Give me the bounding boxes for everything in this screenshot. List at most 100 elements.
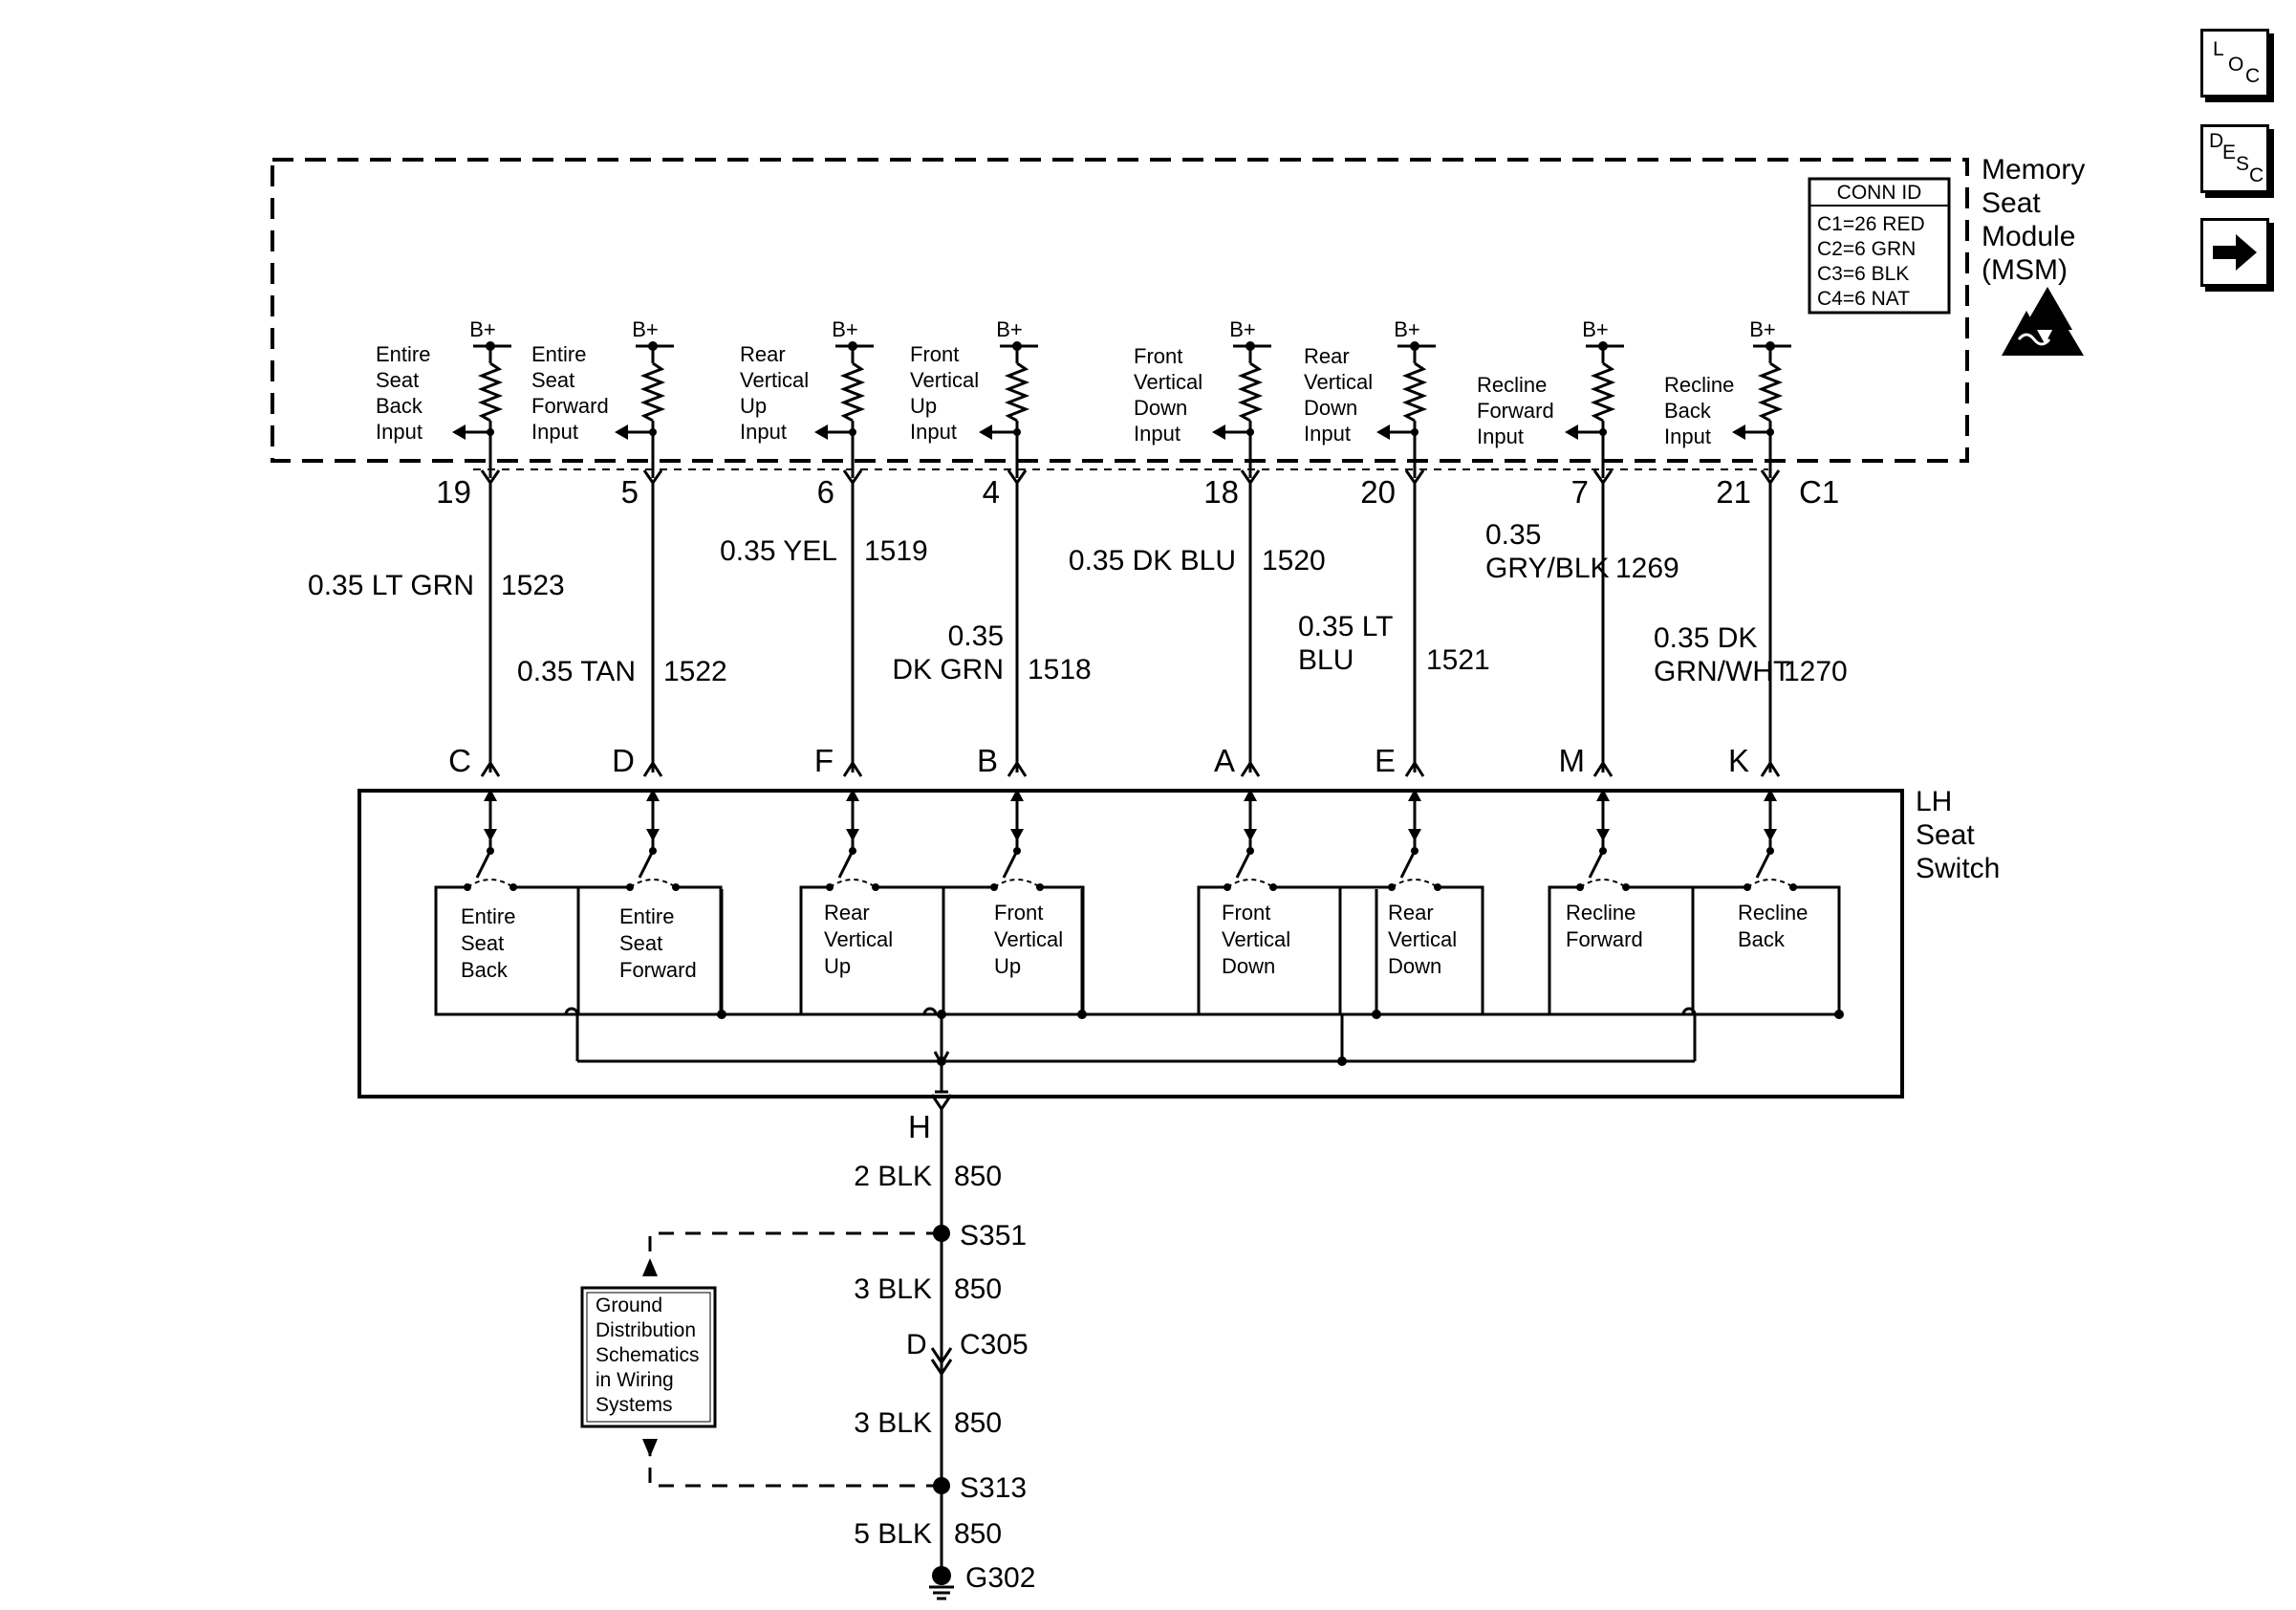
circuit-8-switch-terminal: [1760, 760, 1781, 777]
circuit-6-switch-label-1: Rear: [1388, 901, 1434, 925]
circuit-5-switch-blade: [1235, 850, 1252, 879]
circuit-6-input-label-4: Input: [1304, 422, 1351, 446]
circuit-8-switch-blade: [1755, 850, 1772, 879]
circuit-3-supply-label: B+: [832, 317, 858, 341]
circuit-2-input-label-3: Forward: [531, 394, 609, 418]
circuit-6-input-label-1: Rear: [1304, 344, 1350, 368]
circuit-4-contact-arrow-up-icon: [1010, 789, 1024, 801]
ground-distribution-reference[interactable]: Ground Distribution Schematics in Wiring…: [580, 1286, 717, 1428]
ground-ref-line-2: Distribution: [596, 1319, 696, 1341]
circuit-3-msm-pin: 6: [817, 474, 834, 510]
circuit-3-input-label-1: Rear: [740, 342, 786, 366]
circuit-3-contact-arrow-down-icon: [846, 829, 859, 841]
circuit-2-supply-label: B+: [632, 317, 659, 341]
circuit-6-function-box: [1338, 885, 1484, 1016]
circuit-7-msm-pin: 7: [1571, 474, 1589, 510]
circuit-1-switch-terminal: [480, 760, 501, 777]
circuit-5-input-label-1: Front: [1134, 344, 1182, 368]
ground-g302: G302: [965, 1562, 1035, 1594]
ground-ref-line-3: Schematics: [596, 1344, 700, 1366]
circuit-1-input-label-4: Input: [376, 420, 422, 444]
circuit-2-input-arrow-icon: [615, 424, 628, 440]
circuit-1-switch-label-2: Seat: [461, 931, 504, 955]
circuit-4-input-arrow-icon: [979, 424, 992, 440]
splice-s351-label: S351: [960, 1220, 1027, 1251]
bus-junction-1: [717, 1010, 726, 1019]
circuit-4-switch-label-2: Vertical: [994, 927, 1063, 951]
circuit-6-wire-color-line-2: BLU: [1298, 644, 1354, 676]
circuit-6-switch-label-3: Down: [1388, 954, 1441, 978]
circuit-8-contact-arrow-up-icon: [1764, 789, 1777, 801]
circuit-4-supply-label: B+: [996, 317, 1023, 341]
ground-ref-line-5: Systems: [596, 1394, 673, 1416]
ground-wire-1: 2 BLK: [854, 1161, 932, 1192]
circuit-5-switch-terminal: [1240, 760, 1261, 777]
circuit-1-supply-label: B+: [469, 317, 496, 341]
msm-title-line-4: (MSM): [1982, 254, 2068, 286]
bus-junction-3: [1372, 1010, 1381, 1019]
msm-title-line-3: Module: [1982, 221, 2075, 252]
circuit-3-switch-pin: F: [814, 743, 834, 778]
circuit-5-input-label-2: Vertical: [1134, 370, 1202, 394]
circuit-7-switch-travel: [1579, 879, 1627, 888]
circuit-3-wire-color: 0.35 YEL: [720, 535, 837, 567]
arrow-right-icon: [2213, 234, 2257, 271]
circuit-5-input-node: [1246, 428, 1254, 436]
bus-junction-5: [937, 1010, 946, 1019]
ground-symbol-icon: [929, 1566, 954, 1600]
circuit-8-switch-travel: [1746, 879, 1794, 888]
circuit-1-circuit-number: 1523: [501, 570, 565, 601]
circuit-2-input-label-1: Entire: [531, 342, 586, 366]
circuit-4-input-label-3: Up: [910, 394, 937, 418]
circuit-2-wire-color: 0.35 TAN: [517, 656, 636, 687]
circuit-7-switch-label-1: Recline: [1566, 901, 1635, 925]
next-page-button[interactable]: [2200, 218, 2269, 287]
circuit-8-input-label-1: Recline: [1664, 373, 1734, 397]
location-button[interactable]: L O C: [2200, 29, 2269, 98]
circuit-1-switch-travel: [466, 879, 514, 888]
circuit-6-wire-color-line-1: 0.35 LT: [1298, 611, 1394, 642]
circuit-2-contact-arrow-down-icon: [646, 829, 660, 841]
circuit-6-switch-label-2: Vertical: [1388, 927, 1457, 951]
circuit-2-pullup-resistor: [639, 361, 666, 423]
circuit-4-pullup-resistor: [1004, 361, 1030, 423]
circuit-1-wire-color: 0.35 LT GRN: [308, 570, 474, 601]
circuit-4-switch-blade: [1002, 850, 1019, 879]
circuit-4-msm-pin: 4: [983, 474, 1000, 510]
circuit-5-input-label-4: Input: [1134, 422, 1180, 446]
circuit-1-msm-pin: 19: [436, 474, 471, 510]
circuit-1-input-label-2: Seat: [376, 368, 419, 392]
lh-seat-switch-boundary: [357, 789, 1904, 1099]
circuit-8-input-label-2: Back: [1664, 399, 1712, 423]
splice-s351: [933, 1225, 950, 1242]
circuit-4-switch-terminal: [1007, 760, 1028, 777]
circuit-7-circuit-number: 1269: [1615, 553, 1679, 584]
circuit-5-switch-travel: [1226, 879, 1274, 888]
circuit-3-input-label-4: Input: [740, 420, 787, 444]
circuit-4-wire-color-line-1: 0.35: [948, 620, 1004, 652]
ground-ref-arrow-down-icon: [642, 1439, 658, 1457]
circuit-8-function-box: [1691, 885, 1841, 1016]
ground-wire-4: 5 BLK: [854, 1518, 932, 1550]
msm-title-line-2: Seat: [1982, 187, 2041, 219]
circuit-5-msm-pin: 18: [1203, 474, 1239, 510]
circuit-1-input-label-1: Entire: [376, 342, 430, 366]
ground-circuit-2: 850: [954, 1273, 1002, 1305]
circuit-3-switch-terminal: [842, 760, 863, 777]
circuit-2-switch-label-2: Seat: [619, 931, 662, 955]
desc-letter-s: S: [2236, 153, 2250, 175]
circuit-5-switch-pin: A: [1214, 743, 1235, 778]
circuit-8-wire-color-line-1: 0.35 DK: [1654, 622, 1757, 654]
circuit-6-pullup-resistor: [1401, 361, 1428, 423]
circuit-7-input-node: [1599, 428, 1607, 436]
circuit-1-function-box: [434, 885, 580, 1016]
loc-letter-o: O: [2228, 54, 2244, 76]
switch-pin-h: H: [908, 1109, 931, 1144]
circuit-4-switch-label-3: Up: [994, 954, 1021, 978]
circuit-6-msm-pin: 20: [1360, 474, 1396, 510]
desc-letter-e: E: [2222, 141, 2237, 163]
description-button[interactable]: D E S C: [2200, 124, 2269, 193]
circuit-7-contact-arrow-down-icon: [1596, 829, 1610, 841]
ground-circuit-1: 850: [954, 1161, 1002, 1192]
